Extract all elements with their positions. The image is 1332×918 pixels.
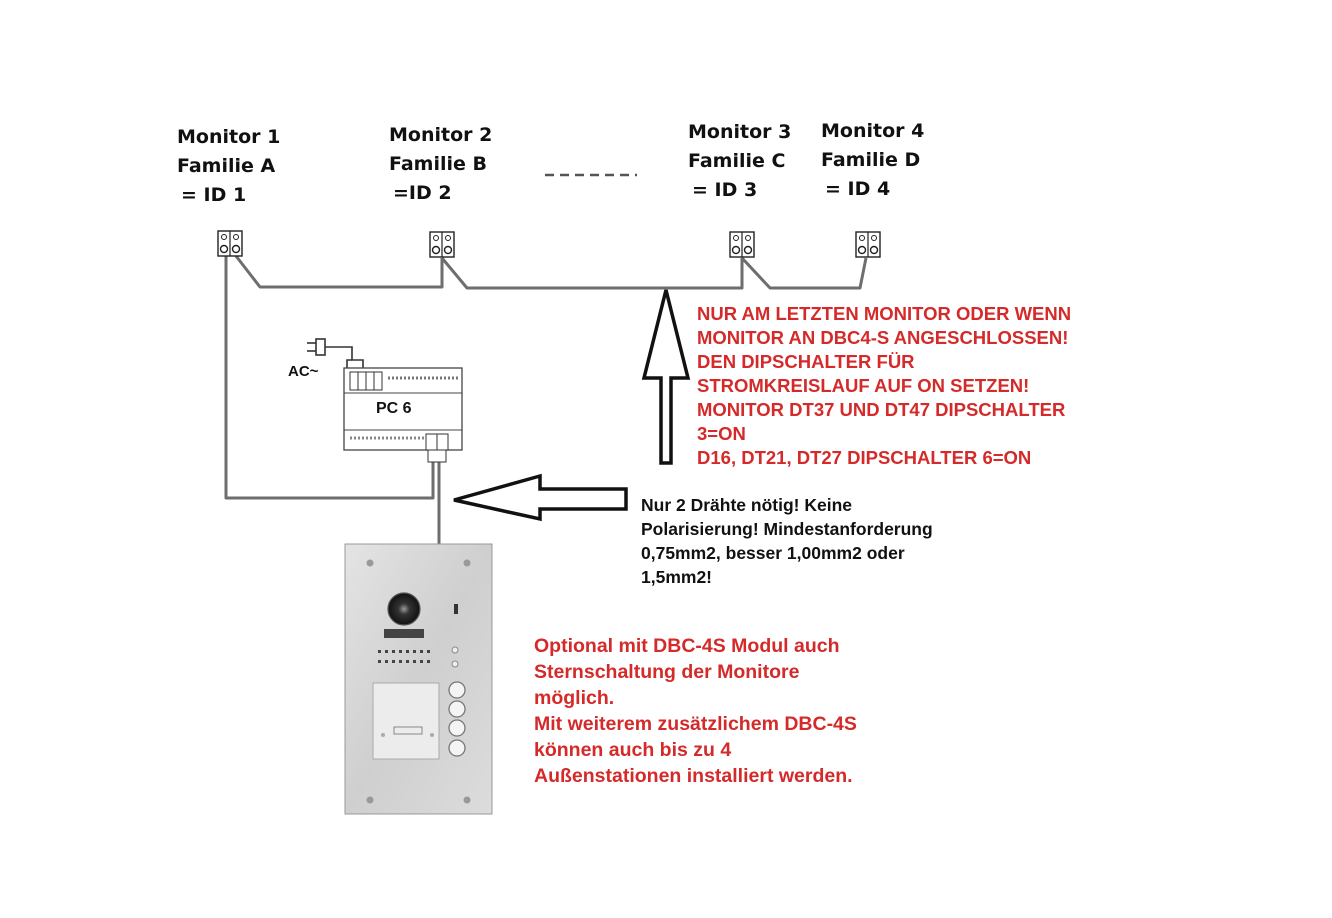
camera-lens-icon bbox=[387, 592, 421, 626]
monitor-id: = ID 1 bbox=[181, 184, 247, 206]
note-line: Mit weiterem zusätzlichem DBC-4S bbox=[534, 713, 857, 735]
optional-module-note: Optional mit DBC-4S Modul auch Sternscha… bbox=[534, 633, 857, 789]
note-line: möglich. bbox=[534, 687, 615, 709]
speaker-grille bbox=[378, 650, 430, 663]
note-line: 0,75mm2, besser 1,00mm2 oder bbox=[641, 543, 905, 563]
monitor-2-label: Monitor 2 Familie B =ID 2 bbox=[389, 121, 492, 208]
note-line: D16, DT21, DT27 DIPSCHALTER 6=ON bbox=[697, 447, 1032, 468]
monitor-3-label: Monitor 3 Familie C = ID 3 bbox=[688, 118, 791, 205]
note-line: 1,5mm2! bbox=[641, 567, 713, 587]
note-line: Polarisierung! Mindestanforderung bbox=[641, 519, 933, 539]
note-line: Sternschaltung der Monitore bbox=[534, 661, 800, 683]
call-buttons bbox=[448, 681, 466, 757]
up-arrow bbox=[641, 289, 691, 465]
monitor-id: = ID 4 bbox=[825, 178, 891, 200]
monitor-family: Familie D bbox=[821, 149, 921, 171]
pc6-label: PC 6 bbox=[376, 400, 412, 417]
monitor-2-terminal bbox=[429, 231, 455, 258]
note-line: NUR AM LETZTEN MONITOR ODER WENN bbox=[697, 303, 1072, 324]
monitor-1-label: Monitor 1 Familie A = ID 1 bbox=[177, 123, 280, 210]
monitor-name: Monitor 4 bbox=[821, 120, 925, 142]
monitor-family: Familie C bbox=[688, 150, 786, 172]
note-line: können auch bis zu 4 bbox=[534, 739, 732, 761]
monitor-family: Familie B bbox=[389, 153, 488, 175]
note-line: MONITOR DT37 UND DT47 DIPSCHALTER bbox=[697, 399, 1066, 420]
monitor-name: Monitor 1 bbox=[177, 126, 281, 148]
note-line: DEN DIPSCHALTER FÜR bbox=[697, 351, 915, 372]
note-line: Optional mit DBC-4S Modul auch bbox=[534, 635, 840, 657]
note-line: STROMKREISLAUF AUF ON SETZEN! bbox=[697, 375, 1030, 396]
monitor-name: Monitor 2 bbox=[389, 124, 493, 146]
ac-label: AC~ bbox=[288, 363, 319, 380]
note-line: MONITOR AN DBC4-S ANGESCHLOSSEN! bbox=[697, 327, 1069, 348]
name-card-window bbox=[372, 682, 440, 760]
monitor-4-label: Monitor 4 Familie D = ID 4 bbox=[821, 117, 924, 204]
monitor-id: =ID 2 bbox=[393, 182, 452, 204]
monitor-4-terminal bbox=[855, 231, 881, 258]
monitor-3-terminal bbox=[729, 231, 755, 258]
note-line: Außenstationen installiert werden. bbox=[534, 765, 853, 787]
monitor-family: Familie A bbox=[177, 155, 276, 177]
dip-switch-note: NUR AM LETZTEN MONITOR ODER WENN MONITOR… bbox=[697, 302, 1071, 470]
door-station-panel bbox=[344, 543, 493, 815]
monitor-id: = ID 3 bbox=[692, 179, 758, 201]
monitor-1-terminal bbox=[217, 230, 243, 257]
wiring-note: Nur 2 Drähte nötig! Keine Polarisierung!… bbox=[641, 493, 933, 589]
note-line: Nur 2 Drähte nötig! Keine bbox=[641, 495, 852, 515]
monitor-name: Monitor 3 bbox=[688, 121, 792, 143]
left-arrow bbox=[453, 473, 628, 522]
pc6-power-supply bbox=[343, 367, 463, 463]
note-line: 3=ON bbox=[697, 423, 746, 444]
